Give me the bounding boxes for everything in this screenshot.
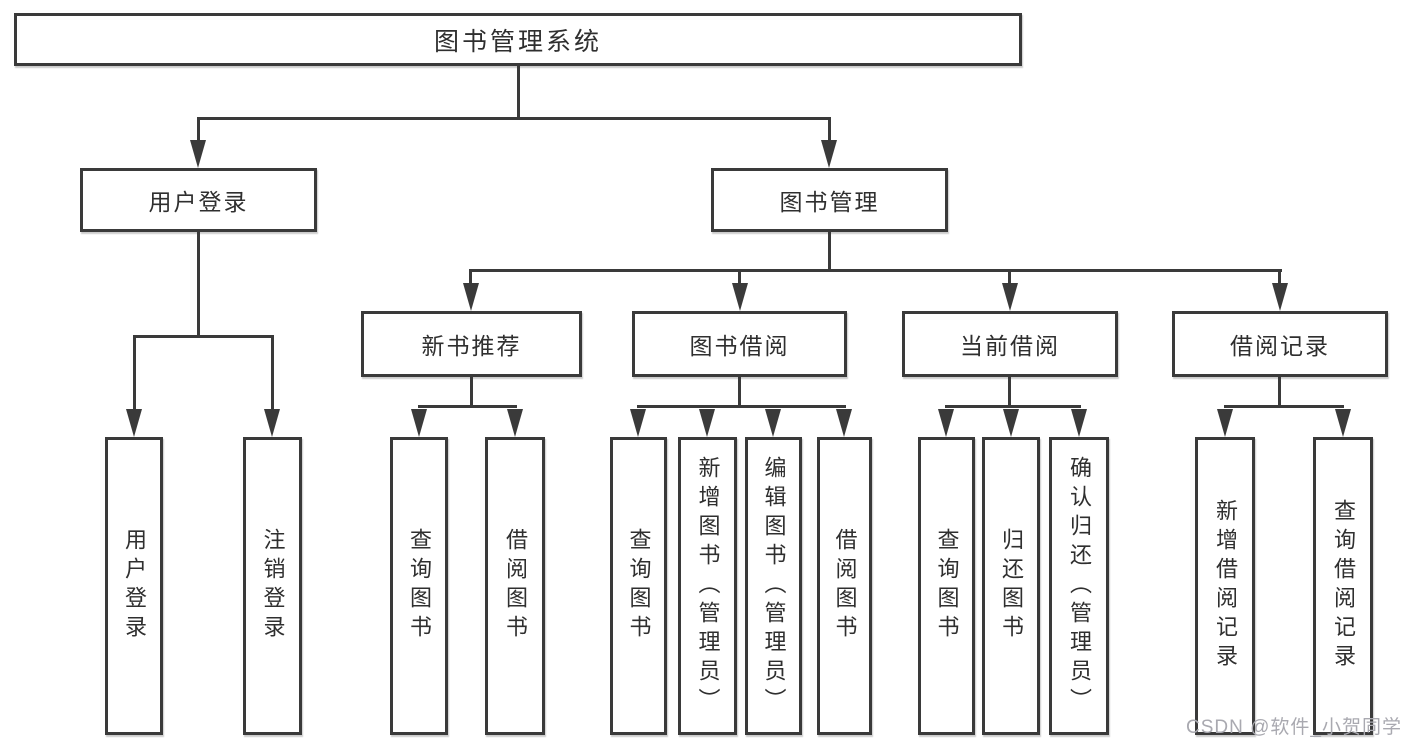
connector-line [1008,377,1011,407]
arrowhead-icon [1217,409,1233,437]
node-borrow-books-borrowing: 借阅图书 [817,437,872,735]
node-label: 图书借阅 [689,333,790,359]
node-label: 查询图书 [934,528,960,644]
arrowhead-icon [463,283,479,311]
node-edit-book-admin: 编辑图书（管理员） [745,437,802,735]
node-logout: 注销登录 [243,437,302,735]
arrowhead-icon [765,409,781,437]
arrowhead-icon [1071,409,1087,437]
connector-line [828,117,831,142]
connector-line [469,269,472,285]
node-query-books-recommend: 查询图书 [390,437,448,735]
node-library-management-system: 图书管理系统 [14,13,1022,66]
arrowhead-icon [1002,283,1018,311]
node-label: 当前借阅 [960,333,1060,359]
node-label: 确认归还（管理员） [1067,455,1092,717]
node-label: 查询图书 [626,528,652,644]
node-user-login-leaf: 用户登录 [105,437,163,735]
connector-line [418,405,517,408]
connector-line [637,405,846,408]
connector-line [1278,269,1281,285]
connector-line [517,65,520,119]
arrowhead-icon [507,409,523,437]
node-confirm-return-admin: 确认归还（管理员） [1049,437,1109,735]
node-label: 新书推荐 [421,333,522,359]
connector-line [1008,269,1011,285]
node-add-borrow-record: 新增借阅记录 [1195,437,1255,735]
node-current-borrowing: 当前借阅 [902,311,1118,377]
node-query-books-borrowing: 查询图书 [610,437,667,735]
connector-line [470,377,473,407]
arrowhead-icon [411,409,427,437]
node-label: 借阅图书 [503,528,528,644]
connector-line [197,117,831,120]
node-label: 借阅图书 [832,528,858,644]
node-label: 注销登录 [260,528,286,644]
arrowhead-icon [821,140,837,168]
arrowhead-icon [1272,283,1288,311]
connector-line [197,231,200,338]
node-borrow-books-recommend: 借阅图书 [485,437,545,735]
node-label: 图书管理系统 [433,27,602,56]
arrowhead-icon [126,409,142,437]
node-new-book-recommendation: 新书推荐 [361,311,582,377]
node-book-management: 图书管理 [711,168,948,232]
node-label: 归还图书 [999,528,1024,644]
node-user-login: 用户登录 [80,168,317,232]
arrowhead-icon [699,409,715,437]
connector-line [271,335,274,411]
node-label: 用户登录 [148,189,249,215]
node-label: 借阅记录 [1230,333,1330,359]
watermark: CSDN @软件_小贺同学 [1186,717,1402,738]
arrowhead-icon [1003,409,1019,437]
connector-line [945,405,1081,408]
node-label: 查询借阅记录 [1331,499,1356,673]
arrowhead-icon [264,409,280,437]
connector-line [1278,377,1281,407]
connector-line [738,269,741,285]
node-query-books-current: 查询图书 [918,437,975,735]
node-borrowing-records: 借阅记录 [1172,311,1388,377]
connector-line [133,335,136,411]
arrowhead-icon [1335,409,1351,437]
connector-line [133,335,274,338]
arrowhead-icon [630,409,646,437]
node-label: 用户登录 [122,528,147,644]
node-label: 新增借阅记录 [1213,499,1238,673]
node-return-books: 归还图书 [982,437,1040,735]
connector-line [1224,405,1344,408]
connector-line [469,269,1282,272]
arrowhead-icon [190,140,206,168]
node-label: 查询图书 [407,528,432,644]
node-add-book-admin: 新增图书（管理员） [678,437,737,735]
node-query-borrow-record: 查询借阅记录 [1313,437,1373,735]
arrowhead-icon [938,409,954,437]
connector-line [197,117,200,142]
node-label: 新增图书（管理员） [695,455,721,717]
node-label: 编辑图书（管理员） [761,455,787,717]
arrowhead-icon [732,283,748,311]
node-book-borrowing: 图书借阅 [632,311,847,377]
node-label: 图书管理 [779,189,880,215]
arrowhead-icon [836,409,852,437]
connector-line [738,377,741,407]
connector-line [828,231,831,272]
